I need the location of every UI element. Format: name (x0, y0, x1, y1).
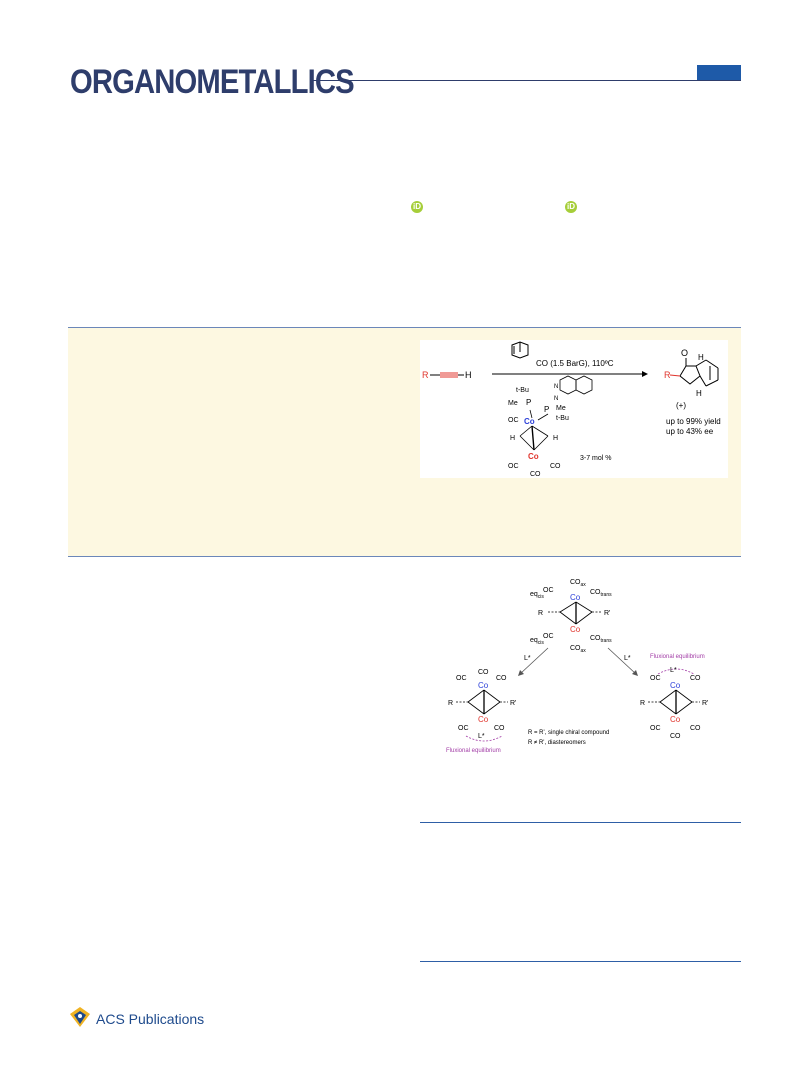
bot-oc: OC (543, 633, 554, 640)
h-left: H (510, 435, 515, 442)
left-co-low-right: CO (494, 725, 505, 732)
yield-text: up to 99% yield (666, 417, 721, 426)
header-rule (310, 80, 741, 81)
right-r: R (640, 700, 645, 707)
toc-scheme: R H CO (1.5 BarG), 110ºC N N t-Bu Me P P… (422, 341, 721, 478)
product-sign: (+) (676, 401, 686, 410)
oc-left: OC (508, 417, 519, 424)
ligand-tbu-bottom: t-Bu (556, 415, 569, 422)
norbornadiene-icon (511, 341, 529, 359)
left-r: R (448, 700, 453, 707)
right-fluxional: Fluxional equilibrium (650, 654, 705, 660)
co-top: Co (524, 417, 535, 426)
reagent-r: R (422, 370, 429, 380)
product-o: O (681, 348, 688, 358)
right-co1: CO (690, 675, 701, 682)
product-structure (679, 358, 719, 387)
journal-title: ORGANOMETALLICS (70, 63, 355, 101)
left-fluxional: Fluxional equilibrium (446, 748, 501, 754)
product-r: R (664, 370, 671, 380)
toc-graphic: R H CO (1.5 BarG), 110ºC N N t-Bu Me P P… (420, 340, 728, 478)
ligand-p-right: P (544, 405, 549, 414)
top-oc: OC (543, 587, 554, 594)
scheme-svg: eqcis OC COax COtrans Co R R' Co eqcis O… (446, 579, 708, 754)
right-oc-low: OC (650, 725, 661, 732)
ee-text: up to 43% ee (666, 427, 714, 436)
arrow-right-label: L* (624, 655, 631, 662)
note-2: R ≠ R', diastereomers (528, 740, 586, 746)
bot-co-ax: COax (570, 645, 586, 654)
conditions: CO (1.5 BarG), 110ºC (536, 359, 614, 368)
left-co1: CO (478, 669, 489, 676)
ligand-n2: N (554, 396, 558, 402)
right-co-bottom: CO (670, 733, 681, 740)
right-co-upper: Co (670, 681, 681, 690)
header-tab (697, 65, 741, 80)
ligand-me-right: Me (556, 405, 566, 412)
top-co-ax: COax (570, 579, 586, 588)
top-eq-cis: eqcis (530, 591, 544, 600)
right-rp: R' (702, 700, 708, 707)
top-co-lower: Co (570, 625, 581, 634)
ligand-p-left: P (526, 398, 531, 407)
note-1: R = R', single chiral compound (528, 730, 609, 736)
right-co-lower: Co (670, 715, 681, 724)
fluxional-arc-left (465, 735, 503, 742)
left-rp: R' (510, 700, 516, 707)
left-oc: OC (456, 675, 467, 682)
section-rule-top (420, 822, 741, 823)
scheme-figure: eqcis OC COax COtrans Co R R' Co eqcis O… (440, 572, 740, 768)
orcid-icon[interactable]: iD (565, 201, 577, 213)
product-h-top: H (698, 353, 704, 362)
top-rp: R' (604, 610, 610, 617)
arrow-left-label: L* (524, 655, 531, 662)
section-rule-bottom (420, 961, 741, 962)
right-lstar: L* (670, 667, 677, 674)
quinoxaline-ring (559, 375, 593, 395)
right-co2: CO (690, 725, 701, 732)
top-r: R (538, 610, 543, 617)
orcid-icon[interactable]: iD (411, 201, 423, 213)
h-right: H (553, 435, 558, 442)
top-co-upper: Co (570, 593, 581, 602)
left-oc-low: OC (458, 725, 469, 732)
bot-eq-cis: eqcis (530, 637, 544, 646)
co-bottom-right: CO (550, 463, 561, 470)
left-lstar: L* (478, 733, 485, 740)
oc-bottom: OC (508, 463, 519, 470)
reagent-h: H (465, 370, 472, 380)
ligand-tbu-top: t-Bu (516, 387, 529, 394)
bot-co-trans: COtrans (590, 635, 612, 644)
top-co-trans: COtrans (590, 589, 612, 598)
acs-logo-icon (68, 1005, 92, 1029)
co-bottom-center: CO (530, 471, 541, 478)
ligand-me-left: Me (508, 400, 518, 407)
publisher-name[interactable]: ACS Publications (96, 1011, 205, 1027)
catalyst-loading: 3-7 mol % (580, 455, 612, 462)
co-bottom: Co (528, 452, 539, 461)
right-oc: OC (650, 675, 661, 682)
left-co-lower: Co (478, 715, 489, 724)
ligand-n1: N (554, 384, 558, 390)
product-h-bottom: H (696, 389, 702, 398)
fluxional-arc-right (657, 668, 695, 675)
left-co2: CO (496, 675, 507, 682)
left-co-upper: Co (478, 681, 489, 690)
